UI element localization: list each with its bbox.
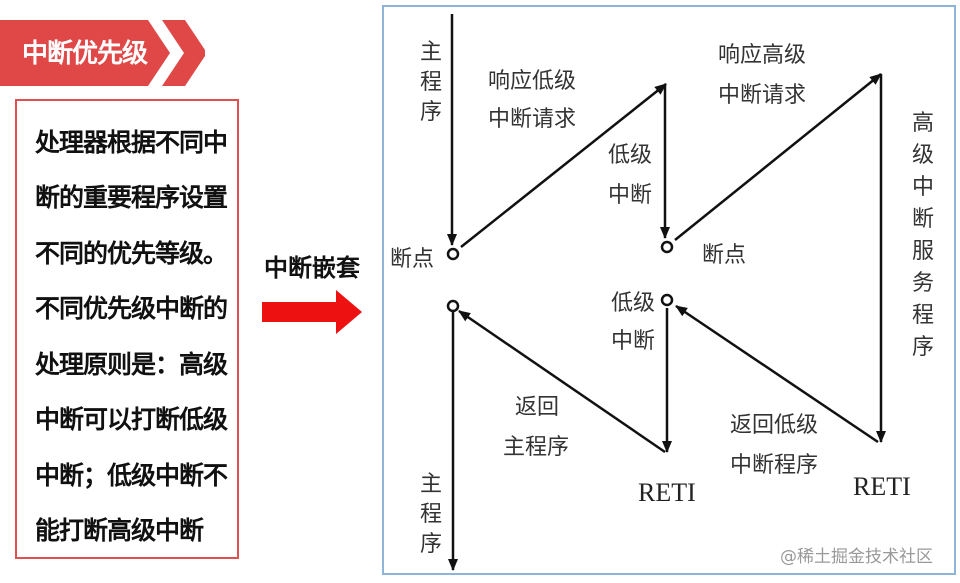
breakpoint-marker (446, 247, 460, 261)
low-interrupt-bottom-label-1: 低级 (611, 291, 656, 316)
return-main-label-2: 主程序 (503, 435, 570, 460)
respond-low-label-1: 响应低级 (488, 69, 577, 94)
main-program-bottom-label: 主程序 (420, 472, 443, 557)
description-line: 断的重要程序设置 (35, 183, 228, 212)
return-low-label-1: 返回低级 (730, 413, 819, 438)
low-interrupt-bottom-label-2: 中断 (611, 329, 656, 354)
section-title: 中断优先级 (22, 39, 148, 69)
nesting-diagram (382, 5, 956, 575)
watermark: @稀土掘金技术社区 (780, 547, 933, 567)
return-point-marker (660, 293, 674, 307)
breakpoint-left-label: 断点 (390, 247, 435, 272)
respond-high-label-1: 响应高级 (718, 43, 807, 68)
description-line: 处理器根据不同中 (35, 128, 228, 157)
breakpoint-right-label: 断点 (702, 243, 747, 268)
reti-left-label: RETI (638, 478, 696, 507)
low-interrupt-top-label-2: 中断 (608, 183, 653, 208)
respond-low-label-2: 中断请求 (488, 107, 577, 132)
nesting-label: 中断嵌套 (264, 254, 360, 282)
description-line: 能打断高级中断 (35, 516, 204, 545)
main-program-top-label: 主程序 (420, 40, 443, 125)
description-box: 处理器根据不同中 断的重要程序设置 不同的优先等级。 不同优先级中断的 处理原则… (15, 99, 239, 559)
description-line: 不同的优先等级。 (35, 239, 228, 268)
high-service-label: 高级中断服务程序 (912, 111, 935, 360)
description-line: 中断；低级中断不 (35, 461, 228, 490)
section-banner (0, 20, 205, 86)
respond-high-label-2: 中断请求 (718, 83, 807, 108)
description-line: 中断可以打断低级 (35, 405, 228, 434)
return-point-marker (446, 299, 460, 313)
description-line: 处理原则是：高级 (35, 350, 228, 379)
return-main-label-1: 返回 (515, 395, 560, 420)
return-low-label-2: 中断程序 (730, 453, 819, 478)
reti-right-label: RETI (853, 472, 911, 501)
low-interrupt-top-label-1: 低级 (608, 143, 653, 168)
right-arrow-icon (262, 290, 362, 334)
description-line: 不同优先级中断的 (35, 294, 228, 323)
breakpoint-marker (660, 240, 674, 254)
